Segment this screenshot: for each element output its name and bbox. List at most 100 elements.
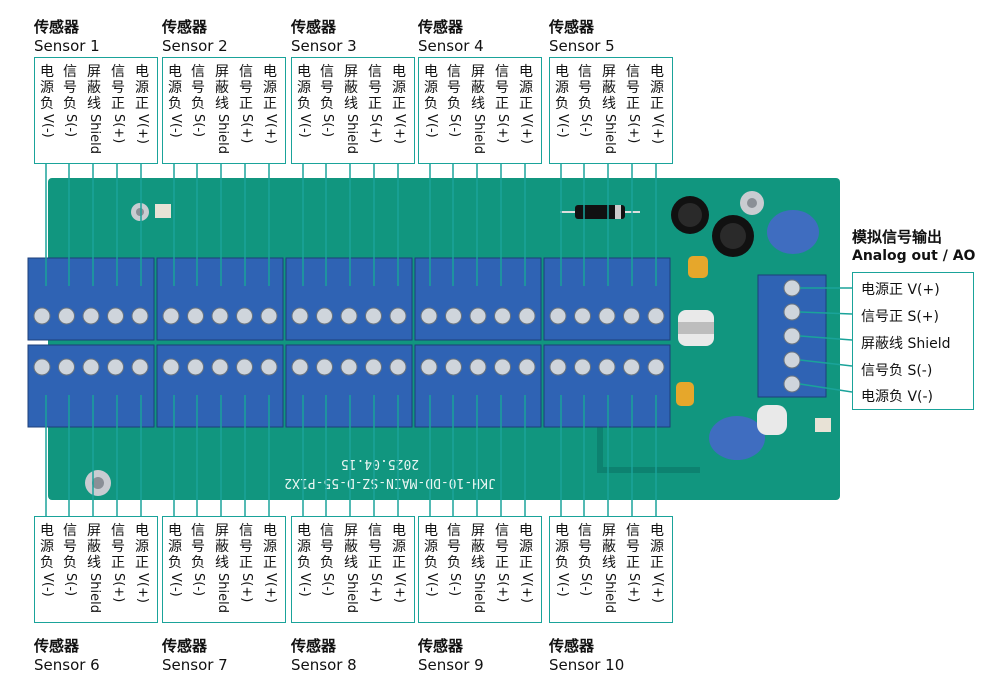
pin-label-cn-char: 源 xyxy=(168,80,182,96)
pin-label-en: Shield xyxy=(344,573,359,613)
pin-label-en: Shield xyxy=(471,573,486,613)
pin-label-cn-char: 号 xyxy=(368,80,382,96)
pin-label-cn-char: 正 xyxy=(626,96,640,112)
sensor-top-1-title-cn: 传感器 xyxy=(34,18,80,36)
pin-label-cn-char: 正 xyxy=(392,96,406,112)
pin-label-cn-char: 电 xyxy=(555,64,569,80)
pin-label-en: Shield xyxy=(471,114,486,154)
sensor-top-4-title-cn: 传感器 xyxy=(418,18,464,36)
pin-label-cn-char: 电 xyxy=(168,64,182,80)
pin-label-cn-char: 号 xyxy=(63,80,77,96)
pin-label-cn-char: 电 xyxy=(392,523,406,539)
pin-label-cn-char: 信 xyxy=(239,523,253,539)
pin-label-cn-char: 源 xyxy=(519,539,533,555)
pin-label-en: V(+) xyxy=(519,114,534,144)
pin-label-en: S(+) xyxy=(368,114,383,144)
pin-label-cn-char: 屏 xyxy=(87,64,101,80)
pin-label-cn-char: 线 xyxy=(215,96,229,112)
pin-label-cn-char: 电 xyxy=(392,64,406,80)
ao-row-splus: 信号正 S(+) xyxy=(861,309,939,325)
pin-label-cn-char: 号 xyxy=(626,80,640,96)
terminal-screw xyxy=(445,307,462,325)
pin-label-cn-char: 源 xyxy=(297,80,311,96)
terminal-screw xyxy=(33,358,51,376)
pin-label-en: S(+) xyxy=(626,114,641,144)
varistor-bottom xyxy=(709,416,765,460)
capacitor-2 xyxy=(712,215,754,257)
pin-label-cn-char: 负 xyxy=(447,555,461,571)
pin-label-cn-char: 屏 xyxy=(471,64,485,80)
pin-label-cn-char: 正 xyxy=(519,555,533,571)
pin-label-cn-char: 负 xyxy=(578,555,592,571)
terminal-screw xyxy=(365,307,382,325)
pin-label-cn-char: 负 xyxy=(424,555,438,571)
ao-leader-line xyxy=(799,311,853,315)
pin-label-cn-char: 线 xyxy=(344,96,358,112)
pin-label-cn-char: 信 xyxy=(239,64,253,80)
sensor-top-1-title-en: Sensor 1 xyxy=(34,37,100,55)
pin-label-cn-char: 屏 xyxy=(344,523,358,539)
terminal-screw xyxy=(389,307,407,325)
sensor-bottom-5-title-cn: 传感器 xyxy=(549,637,595,655)
pin-label-cn-char: 号 xyxy=(578,80,592,96)
pin-label-cn-char: 号 xyxy=(626,539,640,555)
pin-label-cn-char: 正 xyxy=(111,555,125,571)
pin-label-cn-char: 正 xyxy=(135,96,149,112)
ao-pin-box: 电源正 V(+) 信号正 S(+) 屏蔽线 Shield 信号负 S(-) 电源… xyxy=(852,272,974,410)
terminal-screw xyxy=(316,358,333,376)
pin-label-cn-char: 正 xyxy=(519,96,533,112)
pin-label-cn-char: 信 xyxy=(63,64,77,80)
sensor-bottom-2-title-cn: 传感器 xyxy=(162,637,208,655)
pin-label-cn-char: 正 xyxy=(650,555,664,571)
pin-label-en: V(-) xyxy=(555,114,570,138)
terminal-screw xyxy=(33,307,51,325)
terminal-block xyxy=(285,344,413,428)
pin-label-cn-char: 号 xyxy=(63,539,77,555)
sensor-top-5-title-en: Sensor 5 xyxy=(549,37,615,55)
pin-label-cn-char: 负 xyxy=(297,555,311,571)
pin-label-en: V(+) xyxy=(392,573,407,603)
terminal-screw xyxy=(131,307,149,325)
pin-label-en: S(-) xyxy=(320,573,335,597)
terminal-screw xyxy=(291,307,309,325)
sensor-bottom-2-title-en: Sensor 7 xyxy=(162,656,228,674)
pin-label-cn-char: 电 xyxy=(424,64,438,80)
sensor-bottom-1-title-cn: 传感器 xyxy=(34,637,80,655)
pin-label-cn-char: 源 xyxy=(519,80,533,96)
terminal-block xyxy=(414,257,542,341)
pin-label-cn-char: 号 xyxy=(191,80,205,96)
gas-discharge-tube xyxy=(678,310,714,346)
pin-label-en: V(-) xyxy=(297,114,312,138)
pin-label-cn-char: 屏 xyxy=(215,523,229,539)
terminal-screw xyxy=(518,358,536,376)
pin-label-cn-char: 屏 xyxy=(602,523,616,539)
pin-label-cn-char: 源 xyxy=(424,539,438,555)
sensor-bottom-4-title-cn: 传感器 xyxy=(418,637,464,655)
pin-label-cn-char: 蔽 xyxy=(215,80,229,96)
sensor-top-2-title-cn: 传感器 xyxy=(162,18,208,36)
ao-terminal-screw xyxy=(783,279,801,297)
pin-label-cn-char: 正 xyxy=(111,96,125,112)
pin-label-cn-char: 信 xyxy=(368,64,382,80)
pin-label-cn-char: 蔽 xyxy=(602,539,616,555)
sensor-top-4-title-en: Sensor 4 xyxy=(418,37,484,55)
pin-label-en: V(+) xyxy=(135,573,150,603)
pin-label-cn-char: 号 xyxy=(111,539,125,555)
ao-row-vplus: 电源正 V(+) xyxy=(861,282,940,298)
pin-label-en: S(+) xyxy=(239,573,254,603)
capacitor-1 xyxy=(671,196,709,234)
